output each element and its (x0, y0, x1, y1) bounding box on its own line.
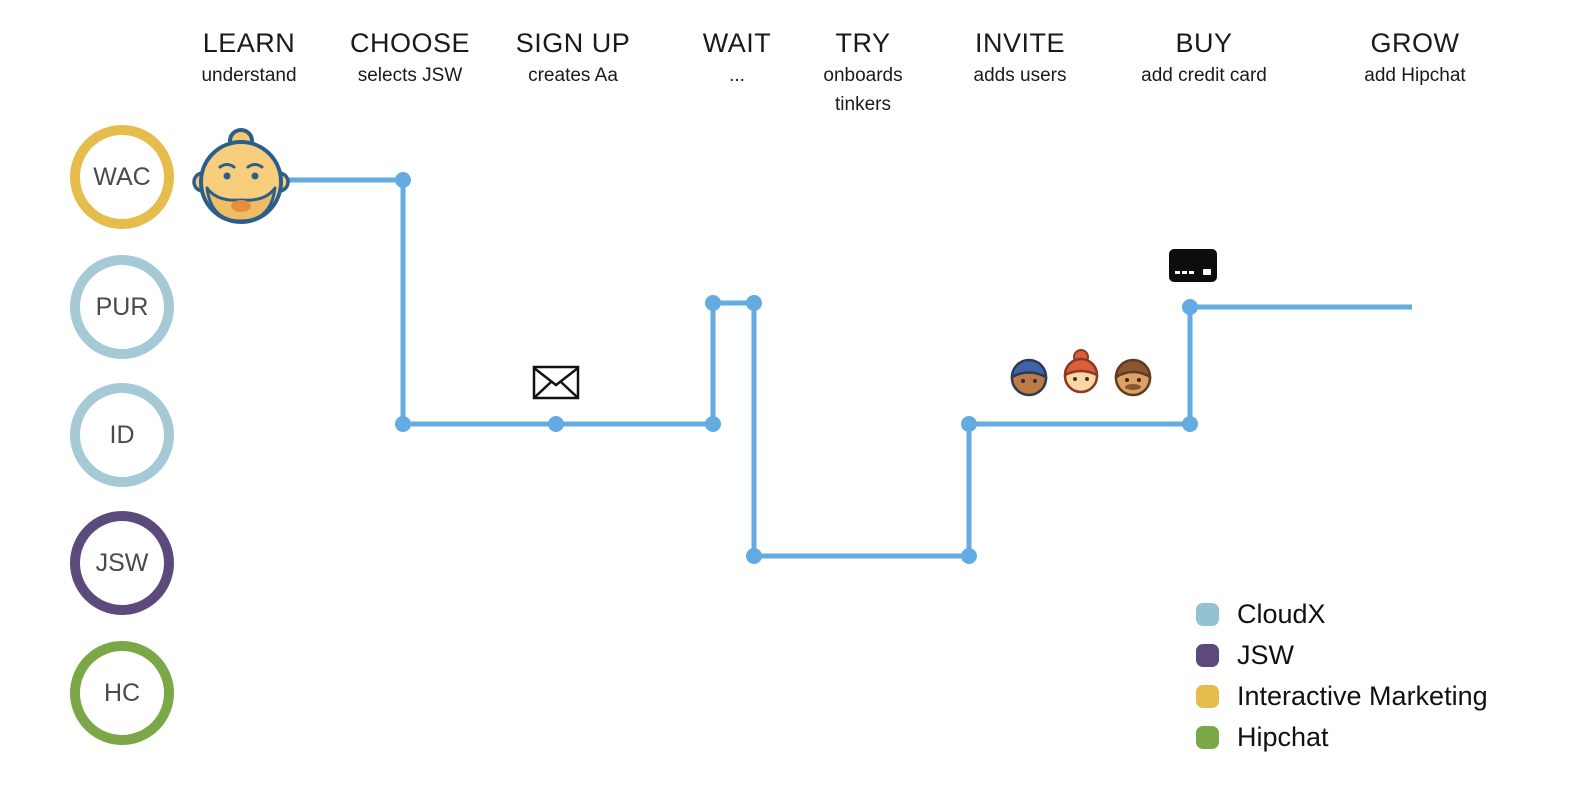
stage-label: SIGN UP (515, 28, 631, 58)
row-marker-hc: HC (70, 641, 174, 745)
stage-label: BUY (1175, 28, 1233, 58)
legend-label: Hipchat (1237, 721, 1329, 752)
legend-item-jsw: JSW (1196, 639, 1488, 670)
journey-node-dot (548, 416, 564, 432)
journey-node-dot (746, 295, 762, 311)
journey-node-dot (395, 416, 411, 432)
journey-line-layer (285, 172, 1412, 564)
row-marker-label: HC (103, 678, 141, 707)
row-marker-jsw: JSW (70, 511, 174, 615)
stage-learn: LEARN understand (201, 28, 296, 88)
stage-wait: WAIT... (703, 28, 772, 88)
row-marker-pur: PUR (70, 255, 174, 359)
stage-sublabel: creates Aa (528, 65, 618, 86)
stage-label: CHOOSE (349, 28, 471, 58)
stage-label: INVITE (974, 28, 1066, 58)
stage-choose: CHOOSE selects JSW (350, 28, 470, 88)
stage-invite: INVITE adds users (974, 28, 1067, 88)
row-marker-label: ID (109, 420, 135, 449)
bearded-man-avatar-icon (192, 128, 290, 224)
journey-node-dot (1182, 299, 1198, 315)
journey-node-dot (1182, 416, 1198, 432)
legend-color-swatch (1196, 725, 1219, 749)
legend-color-swatch (1196, 602, 1219, 626)
stage-sublabel: adds users (973, 65, 1067, 86)
stage-sublabel: add credit card (1141, 65, 1267, 86)
envelope-icon (532, 365, 580, 400)
user-avatar-1-icon (1010, 358, 1048, 397)
stage-sublabel: onboards (823, 65, 903, 86)
stage-label: GROW (1370, 28, 1460, 58)
journey-node-dot (961, 416, 977, 432)
stage-label: TRY (835, 28, 891, 58)
legend-item-hipchat: Hipchat (1196, 721, 1488, 752)
stage-sign-up: SIGN UP creates Aa (516, 28, 631, 88)
user-avatar-3-icon (1114, 358, 1152, 397)
legend-item-cloudx: CloudX (1196, 598, 1488, 629)
stage-sublabel: selects JSW (357, 65, 463, 86)
stage-grow: GROW add Hipchat (1364, 28, 1465, 88)
journey-node-dot (395, 172, 411, 188)
row-marker-label: PUR (95, 292, 149, 321)
legend-label: Interactive Marketing (1237, 680, 1488, 711)
stage-label: WAIT (702, 28, 772, 58)
stage-sublabel: add Hipchat (1364, 65, 1466, 86)
credit-card-icon (1169, 249, 1217, 282)
journey-path (285, 177, 1412, 559)
stage-sublabel: ... (729, 65, 745, 86)
stage-label: LEARN (202, 28, 296, 58)
journey-node-dot (705, 416, 721, 432)
journey-node-dot (705, 295, 721, 311)
legend-label: CloudX (1237, 598, 1326, 629)
stage-sublabel: tinkers (835, 94, 891, 115)
legend-color-swatch (1196, 643, 1219, 667)
row-marker-wac: WAC (70, 125, 174, 229)
legend-label: JSW (1237, 639, 1294, 670)
stage-try: TRY onboards tinkers (823, 28, 902, 117)
journey-node-dot (961, 548, 977, 564)
row-marker-label: JSW (95, 548, 149, 577)
row-marker-label: WAC (93, 162, 151, 191)
stage-buy: BUY add credit card (1141, 28, 1267, 88)
user-avatar-2-icon (1063, 349, 1099, 394)
journey-node-dot (746, 548, 762, 564)
stage-sublabel: understand (201, 65, 297, 86)
legend-color-swatch (1196, 684, 1219, 708)
legend-item-interactive-marketing: Interactive Marketing (1196, 680, 1488, 711)
row-marker-id: ID (70, 383, 174, 487)
three-user-avatars-icon (1010, 349, 1152, 397)
